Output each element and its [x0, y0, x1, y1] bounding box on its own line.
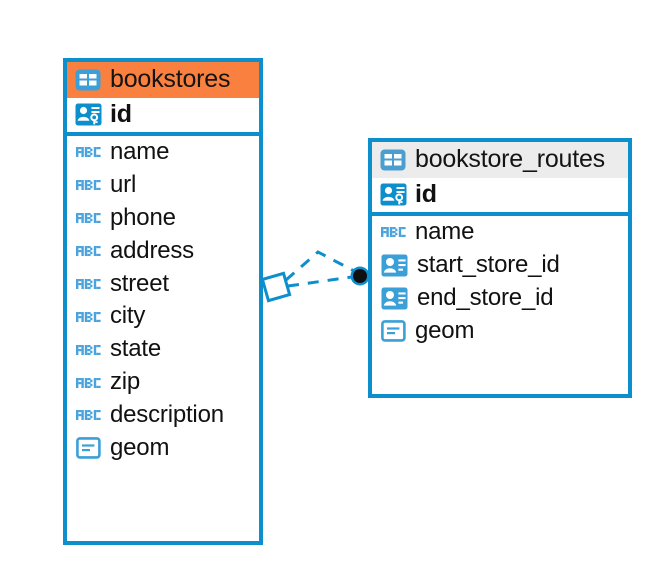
text-abc-icon: [76, 408, 101, 422]
table-icon: [380, 149, 406, 171]
column-name: description: [110, 401, 224, 428]
column-row-name[interactable]: name: [372, 216, 628, 249]
column-row-start-store-id[interactable]: start_store_id: [372, 248, 628, 282]
column-name: url: [110, 170, 137, 198]
relationship-line-lower: [287, 275, 353, 288]
column-list-bookstore-routes: name start_store_id: [372, 216, 628, 348]
relationship-bookstores-to-bookstore_routes[interactable]: [260, 250, 370, 303]
column-name: name: [415, 218, 475, 245]
column-row-description[interactable]: description: [67, 399, 259, 432]
geometry-icon: [381, 320, 406, 342]
column-row-url[interactable]: url: [67, 168, 259, 202]
text-abc-icon: [76, 145, 101, 159]
entity-header-bookstores[interactable]: bookstores: [67, 62, 259, 98]
table-icon: [75, 69, 101, 91]
column-name: state: [110, 335, 162, 363]
text-abc-icon: [76, 376, 101, 390]
text-abc-icon: [76, 277, 101, 291]
primary-key-icon: [75, 103, 102, 126]
column-row-name[interactable]: name: [67, 136, 259, 169]
primary-key-icon: [380, 183, 407, 206]
column-name: street: [110, 269, 169, 297]
text-abc-icon: [76, 178, 101, 192]
column-row-city[interactable]: city: [67, 300, 259, 334]
column-row-primary-key[interactable]: id: [67, 98, 259, 136]
filled-circle-marker-icon: [350, 266, 370, 286]
column-row-phone[interactable]: phone: [67, 201, 259, 235]
column-name: address: [110, 236, 194, 264]
foreign-key-icon: [381, 254, 408, 277]
text-abc-icon: [76, 244, 101, 258]
column-name: geom: [415, 316, 475, 344]
column-name: phone: [110, 203, 176, 231]
column-row-state[interactable]: state: [67, 333, 259, 367]
foreign-key-icon: [381, 287, 408, 310]
column-row-zip[interactable]: zip: [67, 366, 259, 399]
rotated-square-marker-icon: [260, 271, 292, 303]
column-name: zip: [110, 368, 141, 396]
entity-title: bookstores: [110, 65, 231, 93]
column-list-bookstores: name u: [67, 136, 259, 465]
column-row-street[interactable]: street: [67, 267, 259, 301]
column-row-primary-key[interactable]: id: [372, 178, 628, 216]
column-name: id: [110, 100, 132, 128]
column-name: city: [110, 302, 146, 330]
entity-bookstore-routes[interactable]: bookstore_routes id: [368, 138, 632, 398]
column-row-geom[interactable]: geom: [372, 314, 628, 348]
geometry-icon: [76, 437, 101, 460]
column-name: geom: [110, 433, 170, 461]
column-name: id: [415, 180, 437, 208]
entity-title: bookstore_routes: [415, 145, 605, 173]
column-row-geom[interactable]: geom: [67, 431, 259, 465]
column-name: name: [110, 138, 170, 165]
column-row-end-store-id[interactable]: end_store_id: [372, 281, 628, 315]
column-row-address[interactable]: address: [67, 234, 259, 268]
relationship-line-upper: [285, 250, 357, 282]
entity-header-bookstore-routes[interactable]: bookstore_routes: [372, 142, 628, 178]
text-abc-icon: [76, 310, 101, 324]
text-abc-icon: [76, 211, 101, 225]
entity-bookstores[interactable]: bookstores id: [63, 58, 263, 545]
column-name: start_store_id: [417, 250, 560, 278]
column-name: end_store_id: [417, 283, 554, 311]
text-abc-icon: [381, 225, 406, 239]
text-abc-icon: [76, 343, 101, 357]
